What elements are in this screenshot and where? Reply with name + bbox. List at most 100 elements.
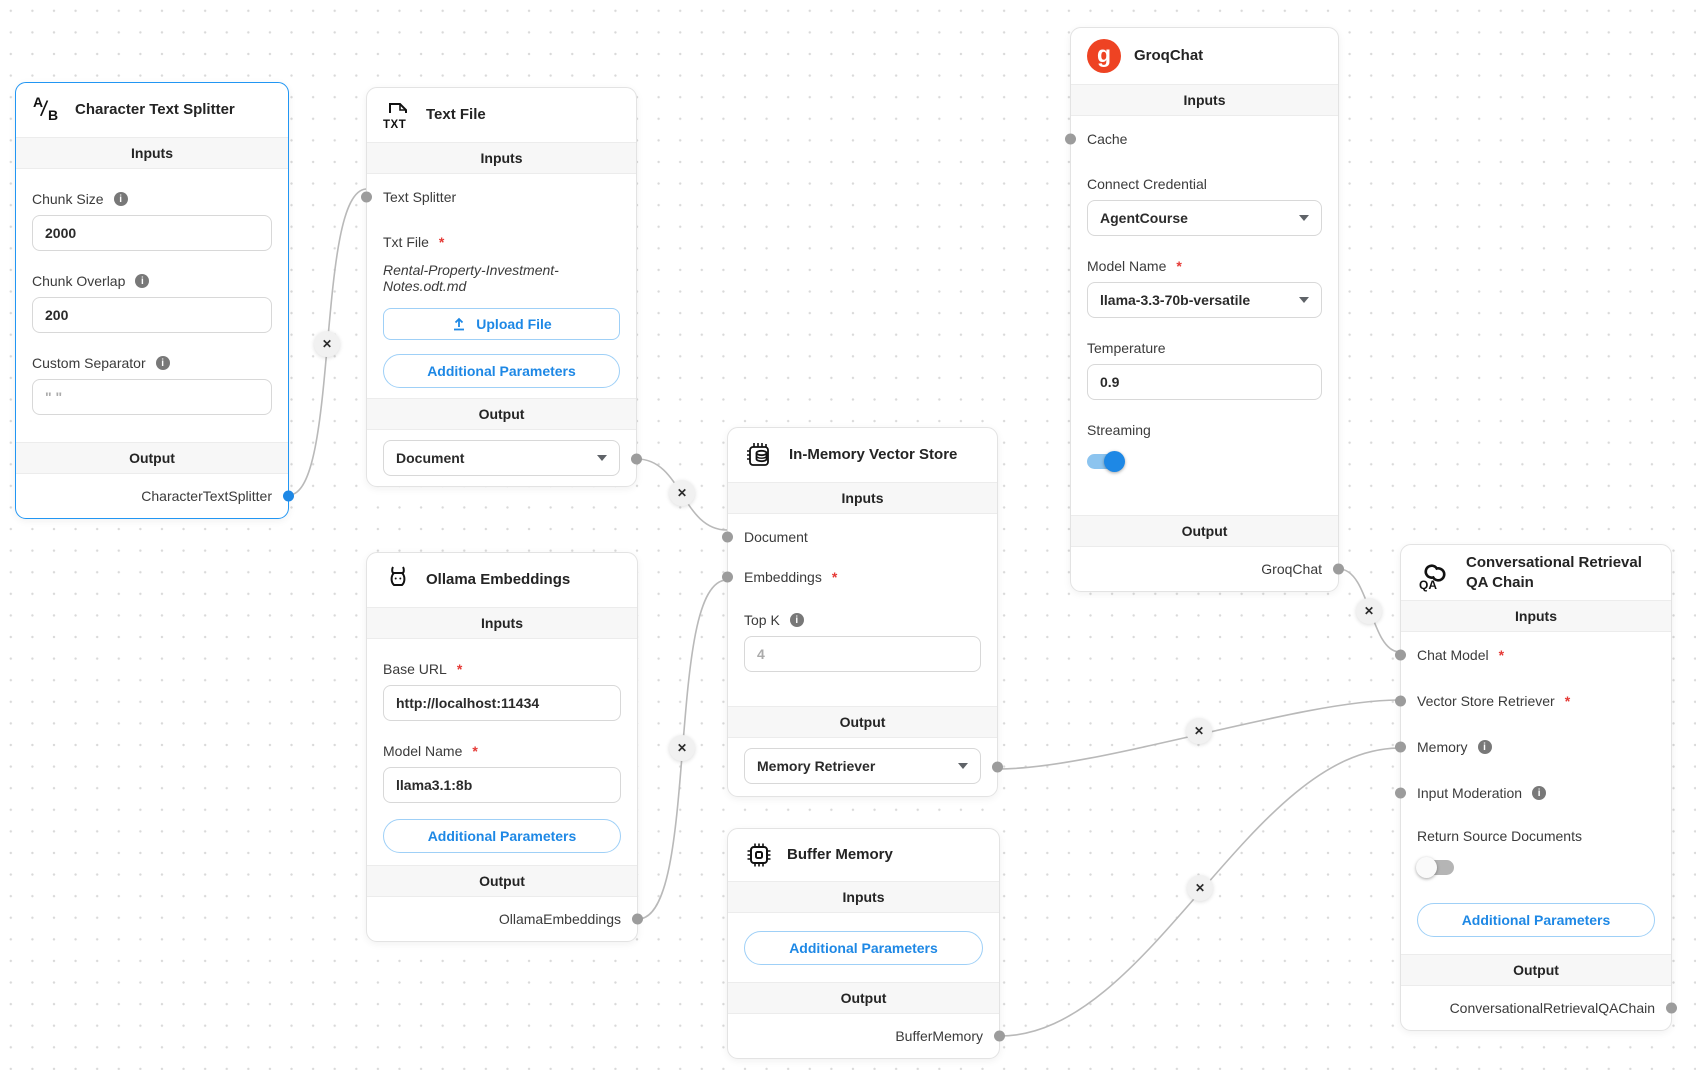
- inputs-section-header: Inputs: [728, 482, 997, 514]
- output-handle[interactable]: [631, 453, 642, 465]
- delete-edge-button[interactable]: ✕: [314, 331, 340, 357]
- output-section-header: Output: [728, 706, 997, 738]
- custom-separator-input[interactable]: [32, 379, 272, 415]
- chevron-down-icon: [958, 763, 968, 769]
- node-text-file[interactable]: TXT Text File Inputs Text Splitter Txt F…: [361, 87, 642, 488]
- additional-parameters-button[interactable]: Additional Parameters: [383, 354, 620, 388]
- custom-separator-label: Custom Separator i: [32, 355, 272, 371]
- output-label: CharacterTextSplitter: [141, 488, 272, 504]
- chunk-size-input[interactable]: [32, 215, 272, 251]
- output-row: Document: [367, 430, 642, 488]
- info-icon[interactable]: i: [1532, 786, 1547, 800]
- input-moderation-input-handle[interactable]: [1395, 787, 1406, 799]
- info-icon[interactable]: i: [789, 613, 804, 627]
- output-row: CharacterTextSplitter: [16, 474, 294, 518]
- upload-icon: [454, 317, 465, 331]
- output-handle[interactable]: [992, 761, 1003, 773]
- output-handle[interactable]: [1333, 563, 1344, 575]
- additional-parameters-button[interactable]: Additional Parameters: [744, 931, 983, 965]
- node-title: Character Text Splitter: [75, 101, 235, 119]
- input-moderation-anchor: Input Moderation i: [1395, 770, 1655, 816]
- txt-file-label: Txt File*: [383, 234, 445, 250]
- return-source-documents-label: Return Source Documents: [1417, 828, 1582, 844]
- chat-model-anchor: Chat Model *: [1395, 632, 1655, 678]
- inputs-section-header: Inputs: [1401, 600, 1671, 632]
- output-row: BufferMemory: [728, 1014, 1005, 1058]
- output-select-memory-retriever[interactable]: Memory Retriever: [744, 748, 981, 784]
- ollama-llama-icon: [383, 564, 413, 596]
- embeddings-anchor: Embeddings *: [722, 560, 981, 600]
- streaming-toggle[interactable]: [1087, 451, 1125, 472]
- base-url-input[interactable]: [383, 685, 621, 721]
- info-icon[interactable]: i: [1477, 740, 1492, 754]
- text-splitter-input-handle[interactable]: [361, 191, 372, 203]
- vector-store-retriever-anchor: Vector Store Retriever *: [1395, 678, 1655, 724]
- output-handle[interactable]: [632, 913, 643, 925]
- delete-edge-button[interactable]: ✕: [1187, 875, 1213, 901]
- node-ollama-embeddings[interactable]: Ollama Embeddings Inputs Base URL* Model…: [366, 552, 643, 942]
- inputs-section-header: Inputs: [367, 142, 636, 174]
- node-title: Conversational Retrieval QA Chain: [1466, 554, 1642, 591]
- connect-credential-label: Connect Credential: [1087, 176, 1207, 192]
- info-icon[interactable]: i: [155, 356, 170, 370]
- connect-credential-select[interactable]: AgentCourse: [1087, 200, 1322, 236]
- chevron-down-icon: [1299, 297, 1309, 303]
- node-title: Ollama Embeddings: [426, 571, 571, 589]
- node-title: In-Memory Vector Store: [789, 446, 958, 464]
- output-handle[interactable]: [994, 1030, 1005, 1042]
- output-row: ConversationalRetrievalQAChain: [1401, 986, 1677, 1030]
- cache-input-handle[interactable]: [1065, 133, 1076, 145]
- chunk-size-label: Chunk Size i: [32, 191, 272, 207]
- additional-parameters-button[interactable]: Additional Parameters: [383, 819, 621, 853]
- inputs-section-header: Inputs: [1071, 84, 1338, 116]
- chat-model-input-handle[interactable]: [1395, 649, 1406, 661]
- node-title: Text File: [426, 106, 486, 124]
- node-conversational-retrieval-qa-chain[interactable]: QA Conversational Retrieval QA Chain Inp…: [1395, 544, 1677, 1031]
- temperature-label: Temperature: [1087, 340, 1166, 356]
- base-url-label: Base URL*: [383, 661, 463, 677]
- cache-anchor: Cache: [1065, 116, 1322, 162]
- output-section-header: Output: [1071, 515, 1338, 547]
- chunk-overlap-label: Chunk Overlap i: [32, 273, 272, 289]
- delete-edge-button[interactable]: ✕: [1186, 718, 1212, 744]
- character-text-splitter-icon: A/B: [33, 94, 59, 123]
- chunk-overlap-input[interactable]: [32, 297, 272, 333]
- embeddings-input-handle[interactable]: [722, 571, 733, 583]
- info-icon[interactable]: i: [113, 192, 128, 206]
- upload-file-button[interactable]: Upload File: [383, 308, 620, 340]
- model-name-select[interactable]: llama-3.3-70b-versatile: [1087, 282, 1322, 318]
- output-section-header: Output: [16, 442, 288, 474]
- output-label: OllamaEmbeddings: [498, 911, 621, 927]
- uploaded-filename: Rental-Property-Investment-Notes.odt.md: [383, 262, 559, 294]
- output-section-header: Output: [367, 865, 637, 897]
- temperature-input[interactable]: [1087, 364, 1322, 400]
- output-handle[interactable]: [283, 490, 294, 502]
- delete-edge-button[interactable]: ✕: [669, 480, 695, 506]
- inputs-section-header: Inputs: [367, 607, 637, 639]
- document-input-handle[interactable]: [722, 531, 733, 543]
- vector-store-retriever-input-handle[interactable]: [1395, 695, 1406, 707]
- model-name-input[interactable]: [383, 767, 621, 803]
- groq-logo-icon: g: [1087, 39, 1121, 73]
- node-buffer-memory[interactable]: Buffer Memory Inputs Additional Paramete…: [727, 828, 1005, 1059]
- node-in-memory-vector-store[interactable]: In-Memory Vector Store Inputs Document E…: [722, 427, 1003, 797]
- delete-edge-button[interactable]: ✕: [1356, 598, 1382, 624]
- info-icon[interactable]: i: [135, 274, 150, 288]
- text-file-icon: TXT: [383, 99, 413, 131]
- top-k-input[interactable]: [744, 636, 981, 672]
- output-select-document[interactable]: Document: [383, 440, 620, 476]
- qa-chain-icon: QA: [1417, 554, 1453, 592]
- return-source-documents-toggle[interactable]: [1416, 857, 1454, 878]
- model-name-label: Model Name*: [1087, 258, 1182, 274]
- delete-edge-button[interactable]: ✕: [669, 735, 695, 761]
- node-title: Buffer Memory: [787, 846, 893, 864]
- output-section-header: Output: [367, 398, 636, 430]
- chevron-down-icon: [1299, 215, 1309, 221]
- node-groqchat[interactable]: g GroqChat Inputs Cache Connect Credenti…: [1065, 27, 1344, 592]
- node-character-text-splitter[interactable]: A/B Character Text Splitter Inputs Chunk…: [15, 82, 294, 519]
- memory-input-handle[interactable]: [1395, 741, 1406, 753]
- output-handle[interactable]: [1666, 1002, 1677, 1014]
- output-label: BufferMemory: [895, 1028, 983, 1044]
- additional-parameters-button[interactable]: Additional Parameters: [1417, 903, 1655, 937]
